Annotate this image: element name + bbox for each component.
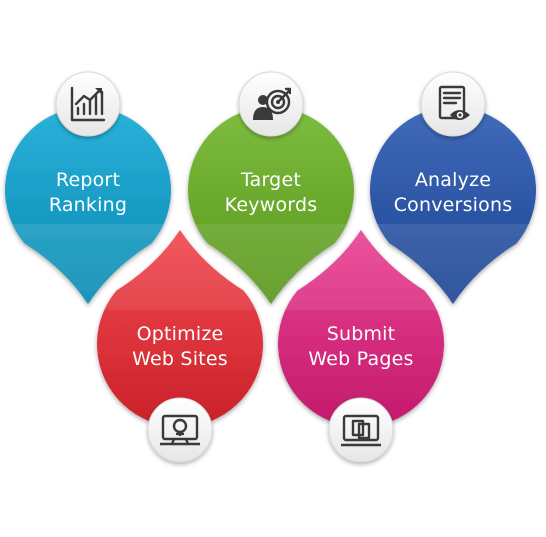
icon-badge [238, 71, 304, 137]
step-label-line1: Optimize [137, 323, 224, 345]
step-label-line2: Conversions [394, 194, 513, 216]
drop-shape [187, 106, 354, 304]
icon-badge [420, 71, 486, 137]
drop-shape [369, 106, 536, 304]
icon-badge [147, 397, 213, 463]
drop-shape [5, 106, 172, 304]
step-label-line1: Submit [327, 323, 396, 345]
step-label-line2: Keywords [225, 194, 318, 216]
icon-badge [55, 71, 121, 137]
step-label-line2: Web Sites [132, 348, 228, 370]
icon-badge [328, 397, 394, 463]
step-label-line1: Report [56, 169, 120, 191]
drop-shape [97, 230, 264, 427]
step-label-line1: Analyze [415, 169, 491, 191]
step-label-line1: Target [240, 169, 301, 191]
step-label-line2: Web Pages [308, 348, 413, 370]
drop-shape [278, 230, 445, 427]
step-label-line2: Ranking [49, 194, 127, 216]
